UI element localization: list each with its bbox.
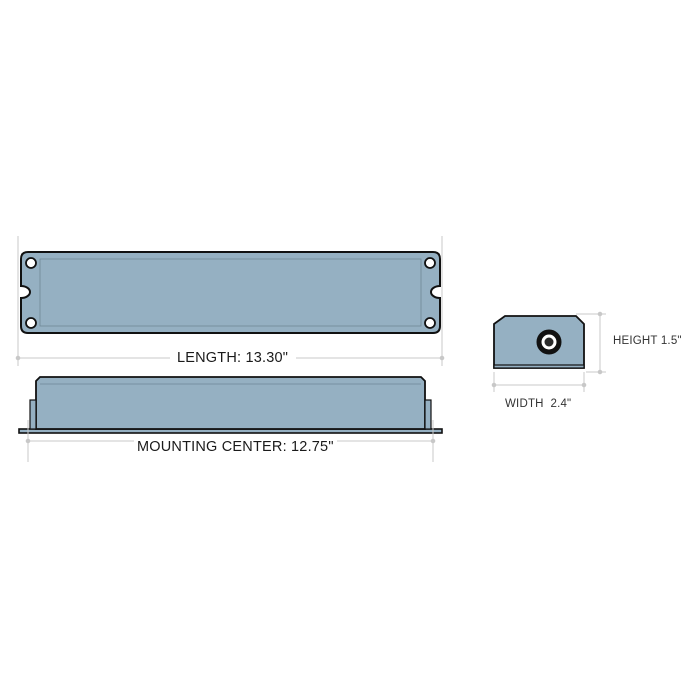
mounting-hole-icon: [424, 257, 436, 269]
mounting-hole-icon: [424, 317, 436, 329]
width-dimension: [491, 372, 587, 392]
height-label: HEIGHT 1.5": [613, 335, 682, 347]
ballast-top-view: [20, 251, 441, 334]
top-view-body: [20, 251, 441, 334]
ballast-end-view: [493, 315, 585, 369]
ballast-side-view: [18, 376, 443, 434]
length-dimension: [15, 236, 445, 366]
mounting-center-label: MOUNTING CENTER: 12.75": [134, 439, 337, 455]
mounting-hole-icon: [25, 317, 37, 329]
end-view-flange: [493, 364, 585, 369]
top-view-inner-panel: [39, 258, 422, 327]
length-label: LENGTH: 13.30": [177, 350, 289, 366]
side-view-case: [35, 376, 426, 430]
mounting-hole-icon: [25, 257, 37, 269]
end-bracket-left: [29, 399, 37, 430]
width-label: WIDTH 2.4": [505, 398, 572, 410]
grommet-center: [544, 337, 554, 347]
height-dimension: [576, 311, 606, 375]
end-bracket-right: [424, 399, 432, 430]
